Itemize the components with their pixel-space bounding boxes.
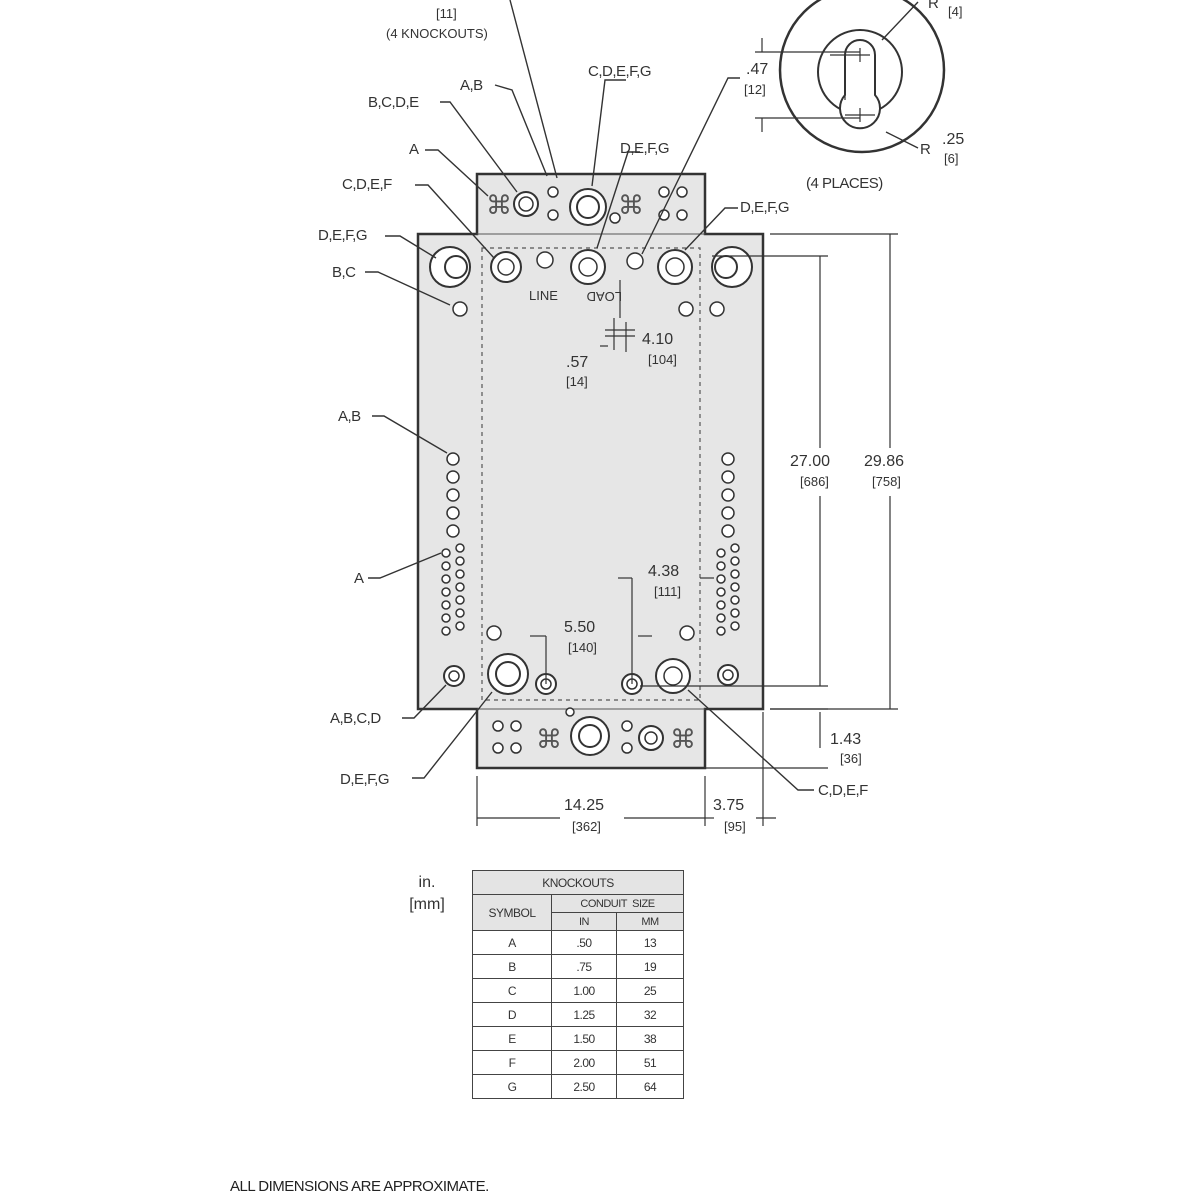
table-cell-symbol: E	[472, 1026, 552, 1051]
table-cell-in: 2.00	[551, 1050, 617, 1075]
table-title: KNOCKOUTS	[472, 870, 684, 895]
table-cell-in: .75	[551, 954, 617, 979]
table-symbol-header: SYMBOL	[472, 894, 552, 931]
leader-lines	[365, 0, 814, 791]
label-d-e-f-g-top-center: D,E,F,G	[620, 140, 669, 157]
upper-body-knockouts	[429, 246, 753, 317]
table-cell-in: .50	[551, 930, 617, 955]
approximate-dimensions-note: ALL DIMENSIONS ARE APPROXIMATE.	[230, 1178, 489, 1195]
table-mm-header: MM	[616, 912, 684, 931]
label-d-e-f-g-right: D,E,F,G	[740, 199, 789, 216]
table-cell-symbol: F	[472, 1050, 552, 1075]
dim-4-38: 4.38	[648, 563, 679, 580]
lower-body-knockouts	[443, 625, 739, 695]
dimension-lines	[476, 233, 898, 826]
dim-27-00-mm: [686]	[800, 474, 829, 489]
dim-5-50: 5.50	[564, 619, 595, 636]
dim-4-38-mm: [111]	[654, 584, 681, 599]
right-knockout-column	[716, 452, 740, 636]
dim-1-43-mm: [36]	[840, 751, 862, 766]
keyhole-r-top-label: R	[928, 0, 939, 12]
label-d-e-f-g-left: D,E,F,G	[318, 227, 367, 244]
table-size-header: SIZE	[632, 897, 655, 910]
dim-0-57-mm: [14]	[566, 374, 588, 389]
table-conduit-size-header: CONDUIT SIZE	[551, 894, 684, 913]
table-cell-mm: 51	[616, 1050, 684, 1075]
keyhole-r-bottom-label: R	[920, 141, 931, 158]
dim-5-50-mm: [140]	[568, 640, 597, 655]
table-cell-mm: 25	[616, 978, 684, 1003]
table-cell-symbol: B	[472, 954, 552, 979]
label-a-left-mid: A	[354, 570, 364, 587]
units-mm: [mm]	[409, 896, 445, 913]
dim-29-86-mm: [758]	[872, 474, 901, 489]
table-conduit-header: CONDUIT	[580, 897, 628, 910]
table-row: C 1.00 25	[472, 978, 684, 1003]
svg-text:⌘: ⌘	[536, 725, 562, 755]
table-cell-in: 1.00	[551, 978, 617, 1003]
keyhole-detail	[755, 0, 946, 154]
dim-4-10: 4.10	[642, 331, 673, 348]
table-row: G 2.50 64	[472, 1074, 684, 1099]
table-in-header: IN	[551, 912, 617, 931]
label-b-c-left: B,C	[332, 264, 356, 281]
dim-1-43: 1.43	[830, 731, 861, 748]
svg-text:⌘: ⌘	[618, 191, 644, 221]
label-a-b-c-d-bottom-left: A,B,C,D	[330, 710, 381, 727]
label-a-top-left: A	[409, 141, 419, 158]
label-d-e-f-g-bottom-left: D,E,F,G	[340, 771, 389, 788]
svg-text:⌘: ⌘	[670, 725, 696, 755]
keyhole-dim-47: .47	[746, 61, 768, 78]
dim-29-86: 29.86	[864, 453, 904, 470]
line-terminal-label: LINE	[529, 288, 558, 303]
label-c-d-e-f-left: C,D,E,F	[342, 176, 392, 193]
table-cell-symbol: D	[472, 1002, 552, 1027]
top-knockouts-note: (4 KNOCKOUTS)	[386, 26, 488, 41]
table-cell-in: 1.25	[551, 1002, 617, 1027]
table-cell-symbol: G	[472, 1074, 552, 1099]
dim-3-75: 3.75	[713, 797, 744, 814]
top-flange-knockouts: ⌘ ⌘	[486, 186, 688, 226]
load-terminal-label: LOAD	[587, 289, 622, 304]
left-knockout-column	[441, 452, 465, 636]
dim-14-25-mm: [362]	[572, 819, 601, 834]
table-cell-symbol: A	[472, 930, 552, 955]
keyhole-dim-47-mm: [12]	[744, 82, 766, 97]
label-c-d-e-f-g-top: C,D,E,F,G	[588, 63, 651, 80]
table-row: B .75 19	[472, 954, 684, 979]
svg-text:⌘: ⌘	[486, 191, 512, 221]
label-a-b-left: A,B	[338, 408, 361, 425]
keyhole-r-bottom-mm: [6]	[944, 151, 958, 166]
keyhole-r-bottom-value: .25	[942, 131, 964, 148]
table-cell-in: 2.50	[551, 1074, 617, 1099]
table-cell-mm: 64	[616, 1074, 684, 1099]
dim-3-75-mm: [95]	[724, 819, 746, 834]
table-cell-in: 1.50	[551, 1026, 617, 1051]
units-legend: in. [mm]	[398, 872, 456, 916]
table-cell-mm: 19	[616, 954, 684, 979]
table-row: E 1.50 38	[472, 1026, 684, 1051]
label-b-c-d-e: B,C,D,E	[368, 94, 419, 111]
table-row: A .50 13	[472, 930, 684, 955]
top-knockouts-mm-label: [11]	[436, 6, 457, 21]
keyhole-r-top-mm: [4]	[948, 4, 962, 19]
dim-27-00: 27.00	[790, 453, 830, 470]
table-cell-symbol: C	[472, 978, 552, 1003]
units-inches: in.	[418, 874, 436, 891]
dim-14-25: 14.25	[564, 797, 604, 814]
table-cell-mm: 32	[616, 1002, 684, 1027]
table-cell-mm: 38	[616, 1026, 684, 1051]
table-row: F 2.00 51	[472, 1050, 684, 1075]
bottom-flange-knockouts: ⌘ ⌘	[492, 707, 696, 756]
label-c-d-e-f-bottom-right: C,D,E,F	[818, 782, 868, 799]
knockouts-table: KNOCKOUTS SYMBOL CONDUIT SIZE IN MM A .5…	[472, 870, 684, 1099]
label-a-b-top: A,B	[460, 77, 483, 94]
keyhole-places-note: (4 PLACES)	[806, 175, 883, 192]
table-row: D 1.25 32	[472, 1002, 684, 1027]
dim-4-10-mm: [104]	[648, 352, 677, 367]
table-cell-mm: 13	[616, 930, 684, 955]
dim-0-57: .57	[566, 354, 588, 371]
